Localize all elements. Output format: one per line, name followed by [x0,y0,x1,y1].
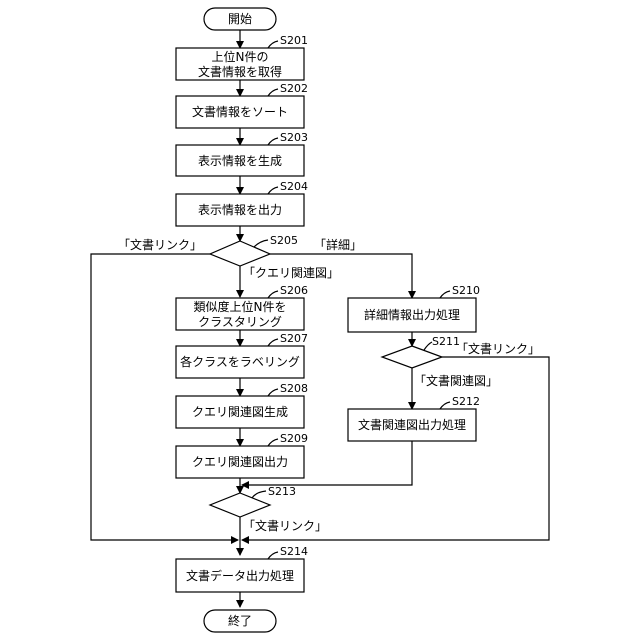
decision-s205 [210,241,270,266]
process-s207: 各クラスをラベリング [176,346,304,378]
step-s206: S206 [280,284,308,297]
process-s202: 文書情報をソート [176,96,304,128]
step-s202: S202 [280,82,308,95]
step-s201: S201 [280,34,308,47]
terminal-end: 終了 [204,610,276,632]
branch-s205-right: 「詳細」 [314,237,362,252]
step-s214: S214 [280,545,308,558]
process-s201-line1: 上位N件の [212,49,269,64]
process-s201-line2: 文書情報を取得 [198,64,282,79]
process-s209-label: クエリ関連図出力 [192,455,288,469]
process-s208-label: クエリ関連図生成 [192,405,288,419]
process-s214-label: 文書データ出力処理 [186,568,294,583]
process-s212: 文書関連図出力処理 [348,409,476,441]
process-s207-label: 各クラスをラベリング [180,354,300,369]
process-s212-label: 文書関連図出力処理 [358,417,466,432]
step-s203: S203 [280,131,308,144]
step-s210: S210 [452,284,480,297]
decision-s213 [210,493,270,517]
process-s206: 類似度上位N件を クラスタリング [176,298,304,330]
branch-s211-down: 「文書関連図」 [414,373,498,388]
process-s203-label: 表示情報を生成 [198,154,282,168]
process-s204: 表示情報を出力 [176,194,304,226]
step-s212: S212 [452,395,480,408]
terminal-start-label: 開始 [228,12,252,26]
terminal-end-label: 終了 [228,613,252,628]
process-s210: 詳細情報出力処理 [348,298,476,332]
process-s210-label: 詳細情報出力処理 [364,307,460,322]
process-s201: 上位N件の 文書情報を取得 [176,48,304,80]
branch-s205-down: 「クエリ関連図」 [243,266,339,280]
process-s209: クエリ関連図出力 [176,446,304,478]
step-s208: S208 [280,382,308,395]
process-s203: 表示情報を生成 [176,145,304,176]
branch-labels: 「文書リンク」 「クエリ関連図」 「詳細」 「文書リンク」 「文書関連図」 「文… [118,237,540,533]
process-s206-line1: 類似度上位N件を [194,299,287,314]
branch-s211-right: 「文書リンク」 [456,341,540,356]
step-s205: S205 [270,234,298,247]
terminal-start: 開始 [204,8,276,30]
process-s206-line2: クラスタリング [198,315,282,329]
step-s207: S207 [280,332,308,345]
step-s213: S213 [268,485,296,498]
step-s204: S204 [280,180,308,193]
process-s208: クエリ関連図生成 [176,396,304,428]
branch-s205-left: 「文書リンク」 [118,237,202,252]
branch-s213-down: 「文書リンク」 [243,518,327,533]
process-s204-label: 表示情報を出力 [198,203,282,217]
process-s214: 文書データ出力処理 [176,559,304,592]
process-s202-label: 文書情報をソート [192,104,288,119]
decision-s211 [382,346,442,368]
step-s209: S209 [280,432,308,445]
